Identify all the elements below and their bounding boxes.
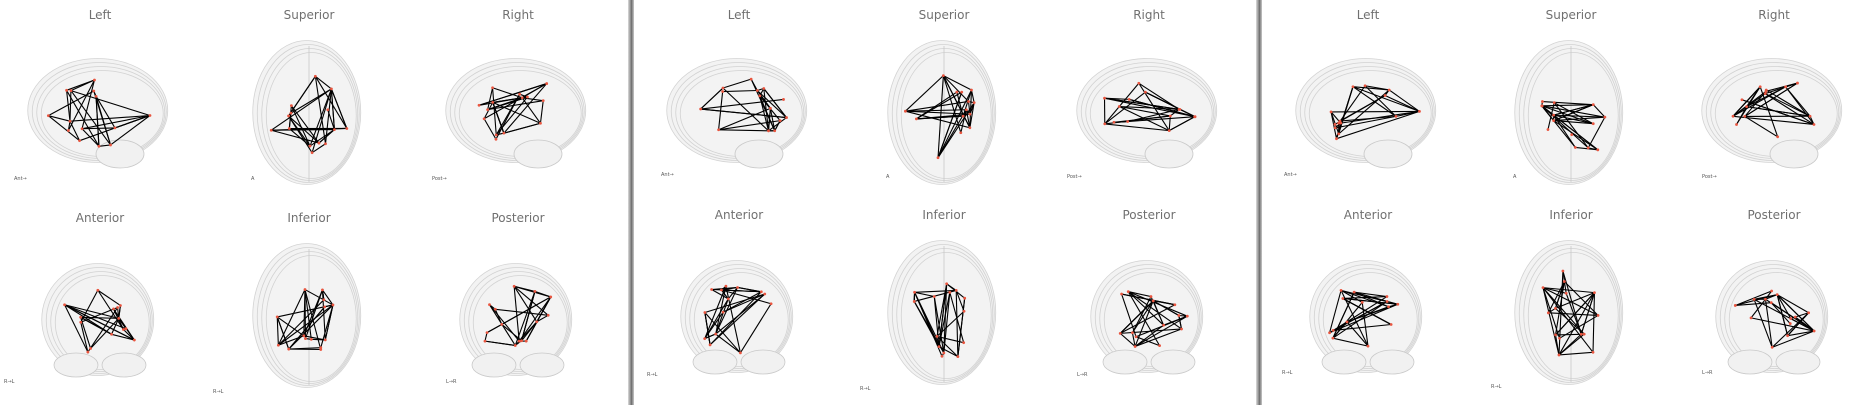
view-left: Left Ant→ xyxy=(1268,0,1468,190)
view-title: Inferior xyxy=(287,211,331,225)
view-anterior: Anterior R→L xyxy=(1268,200,1468,390)
connectome-panel-1: Left Ant→ Superior A Right Post→ Anterio… xyxy=(0,0,628,405)
view-superior: Superior A xyxy=(844,0,1044,190)
view-title: Inferior xyxy=(1549,208,1593,222)
view-title: Anterior xyxy=(75,211,125,225)
view-title: Posterior xyxy=(491,211,545,225)
view-title: Superior xyxy=(1545,8,1597,22)
view-title: Anterior xyxy=(1343,208,1393,222)
view-title: Right xyxy=(1133,8,1165,22)
brain-render xyxy=(252,243,362,388)
view-posterior: Posterior L→R xyxy=(1049,200,1249,390)
orientation-marker: R→L xyxy=(4,379,15,385)
view-right: Right Post→ xyxy=(1674,0,1874,190)
orientation-marker: A xyxy=(251,176,255,182)
view-inferior: Inferior R→L xyxy=(1471,200,1671,390)
brain-render xyxy=(1715,260,1829,375)
brain-render xyxy=(1295,58,1437,169)
brain-render xyxy=(887,240,997,385)
view-left: Left Ant→ xyxy=(0,0,200,190)
orientation-marker: Ant→ xyxy=(14,176,27,182)
view-title: Left xyxy=(727,8,751,22)
brain-render xyxy=(459,263,573,378)
view-anterior: Anterior R→L xyxy=(639,200,839,390)
view-anterior: Anterior R→L xyxy=(0,203,200,393)
view-posterior: Posterior L→R xyxy=(418,203,618,393)
view-title: Right xyxy=(1758,8,1790,22)
orientation-marker: Ant→ xyxy=(661,172,674,178)
brain-render xyxy=(1701,58,1843,169)
view-title: Superior xyxy=(918,8,970,22)
brain-render xyxy=(1076,58,1218,169)
view-inferior: Inferior R→L xyxy=(844,200,1044,392)
view-superior: Superior A xyxy=(1471,0,1671,190)
view-title: Inferior xyxy=(922,208,966,222)
brain-render xyxy=(1309,260,1423,375)
view-title: Superior xyxy=(283,8,335,22)
view-inferior: Inferior R→L xyxy=(209,203,409,395)
brain-render xyxy=(666,58,808,169)
brain-render xyxy=(445,58,587,169)
brain-render xyxy=(27,58,169,169)
view-title: Posterior xyxy=(1122,208,1176,222)
view-right: Right Post→ xyxy=(418,0,618,190)
brain-render xyxy=(1514,40,1624,185)
orientation-marker: Ant→ xyxy=(1284,172,1297,178)
orientation-marker: Post→ xyxy=(1067,174,1082,180)
brain-render xyxy=(1514,240,1624,385)
connectome-panel-3: Left Ant→ Superior A Right Post→ Anterio… xyxy=(1262,0,1876,405)
brain-render xyxy=(887,40,997,185)
orientation-marker: A xyxy=(886,174,890,180)
brain-render xyxy=(41,263,155,378)
view-title: Left xyxy=(88,8,112,22)
connectome-panel-2: Left Ant→ Superior A Right Post→ Anterio… xyxy=(634,0,1256,405)
brain-render xyxy=(680,260,794,375)
view-title: Left xyxy=(1356,8,1380,22)
orientation-marker: R→L xyxy=(213,389,224,395)
brain-render xyxy=(252,40,362,185)
view-left: Left Ant→ xyxy=(639,0,839,190)
panel-divider xyxy=(1256,0,1262,405)
orientation-marker: R→L xyxy=(1282,370,1293,376)
view-posterior: Posterior L→R xyxy=(1674,200,1874,390)
orientation-marker: L→R xyxy=(446,379,457,385)
view-title: Anterior xyxy=(714,208,764,222)
orientation-marker: R→L xyxy=(647,372,658,378)
view-right: Right Post→ xyxy=(1049,0,1249,190)
orientation-marker: Post→ xyxy=(1702,174,1717,180)
orientation-marker: R→L xyxy=(860,386,871,392)
view-title: Posterior xyxy=(1747,208,1801,222)
brain-render xyxy=(1090,260,1204,375)
orientation-marker: R→L xyxy=(1491,384,1502,390)
panel-divider xyxy=(628,0,634,405)
orientation-marker: L→R xyxy=(1702,370,1713,376)
orientation-marker: A xyxy=(1513,174,1517,180)
view-superior: Superior A xyxy=(209,0,409,190)
view-title: Right xyxy=(502,8,534,22)
orientation-marker: Post→ xyxy=(432,176,447,182)
orientation-marker: L→R xyxy=(1077,372,1088,378)
